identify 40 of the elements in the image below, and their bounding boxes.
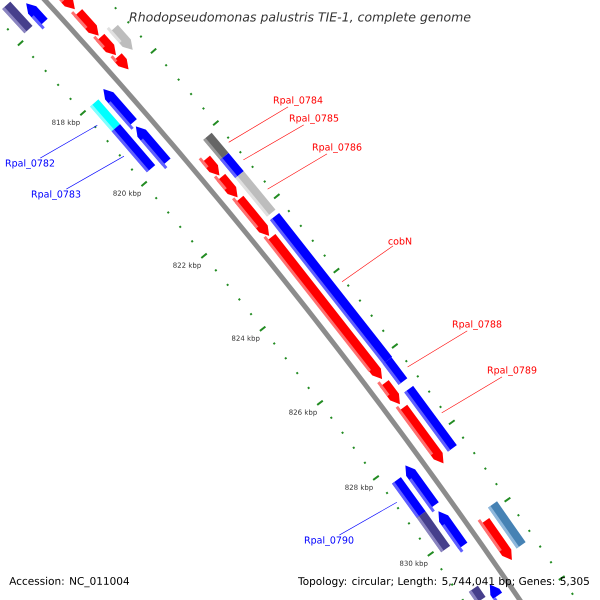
- gene-label: cobN: [388, 237, 412, 245]
- gene-feature: [263, 234, 382, 380]
- leader-line: [66, 156, 124, 190]
- gene-label: Rpal_0783: [32, 190, 80, 200]
- gene-label: Rpal_0790: [304, 536, 354, 546]
- gene-feature: [71, 9, 99, 36]
- gene-feature: [26, 3, 48, 30]
- footer-text: Accession: NC_011004: [9, 576, 130, 588]
- leader-line: [441, 376, 502, 414]
- leader-line: [339, 502, 398, 536]
- gene-feature: [438, 511, 468, 553]
- gene-label: Rpal_0785: [290, 114, 338, 124]
- gene-feature: [58, 0, 75, 10]
- gene-label: Rpal_0782: [6, 159, 54, 169]
- gene-feature: [468, 586, 486, 600]
- leader-line: [228, 106, 288, 143]
- gene-feature: [110, 53, 129, 70]
- gene-feature: [232, 196, 270, 236]
- gene-feature: [396, 404, 444, 464]
- gene-feature: [382, 357, 408, 385]
- gene-feature: [377, 380, 400, 404]
- gene-label: Rpal_0788: [452, 320, 502, 330]
- gene-label: Rpal_0789: [488, 366, 536, 376]
- title: Rhodopseudomonas palustris TIE-1, complete genome: [129, 12, 470, 24]
- footer-text: Topology: circular; Length: 5,744,041 bp; Genes: 5,305: [298, 576, 589, 588]
- gene-feature: [198, 156, 220, 176]
- gene-feature: [392, 477, 426, 518]
- gene-feature: [214, 174, 238, 198]
- leader-line: [407, 330, 468, 368]
- gene-label: Rpal_0786: [312, 143, 362, 153]
- gene-label: Rpal_0784: [274, 96, 322, 106]
- gene-feature: [93, 34, 116, 56]
- gene-feature: [103, 89, 137, 130]
- leader-line: [342, 246, 394, 282]
- gene-feature: [478, 518, 512, 560]
- leader-line: [243, 124, 304, 160]
- gene-feature: [106, 24, 133, 50]
- gene-feature: [136, 126, 171, 170]
- leader-line: [40, 125, 98, 158]
- leader-line: [267, 154, 328, 190]
